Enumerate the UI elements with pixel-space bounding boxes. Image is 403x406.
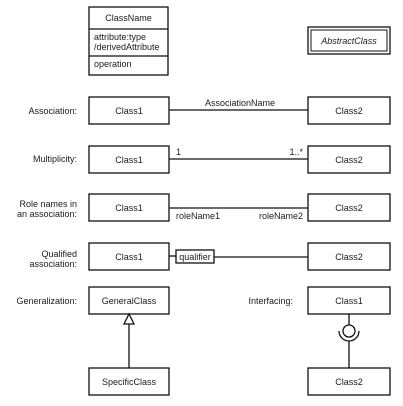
generalization-arrowhead-icon — [122, 312, 136, 325]
role-names-left-role: roleName1 — [176, 211, 220, 221]
qualified-label-line1: Qualified — [41, 249, 77, 259]
association-label: Association: — [28, 106, 77, 116]
qualified-right-class: Class2 — [335, 252, 363, 262]
role-names-label-line1: Role names in — [19, 199, 77, 209]
role-names-right-class-box — [307, 193, 391, 222]
qualifier-text: qualifier — [179, 252, 211, 262]
qualified-left-class-box — [88, 242, 170, 271]
association-right-class-box — [307, 96, 391, 125]
abstract-class-inner-box — [310, 29, 388, 52]
specific-class-box — [88, 367, 170, 396]
interfacing-label: Interfacing: — [248, 296, 293, 306]
multiplicity-left-class-box — [88, 145, 170, 174]
qualified-row: Qualified association: Class1 qualifier … — [29, 242, 391, 271]
role-names-left-class: Class1 — [115, 203, 143, 213]
role-names-label-line2: an association: — [17, 209, 77, 219]
multiplicity-left-value: 1 — [176, 147, 181, 157]
class-template-attribute-2: /derivedAttribute — [94, 42, 160, 52]
specific-class: SpecificClass — [102, 377, 157, 387]
general-class: GeneralClass — [102, 296, 157, 306]
class-template-box — [88, 6, 169, 76]
class-template-attribute-1: attribute:type — [94, 32, 146, 42]
association-right-class: Class2 — [335, 106, 363, 116]
class-template: ClassName attribute:type /derivedAttribu… — [88, 6, 169, 76]
qualified-left-class: Class1 — [115, 252, 143, 262]
provided-interface-lollipop-icon — [342, 324, 356, 338]
interface-top-class: Class1 — [335, 296, 363, 306]
class-template-operation: operation — [94, 59, 132, 69]
generalization-label: Generalization: — [16, 296, 77, 306]
multiplicity-row: Multiplicity: Class1 1 1..* Class2 — [33, 145, 391, 174]
multiplicity-right-class: Class2 — [335, 155, 363, 165]
qualified-label-line2: association: — [29, 259, 77, 269]
role-names-row: Role names in an association: Class1 rol… — [17, 193, 391, 222]
interface-bottom-class-box — [307, 367, 391, 396]
interfacing-row: Interfacing: Class1 Class2 — [248, 286, 391, 396]
abstract-class-name: AbstractClass — [320, 36, 377, 46]
role-names-right-class: Class2 — [335, 203, 363, 213]
multiplicity-right-value: 1..* — [289, 147, 303, 157]
association-row: Association: Class1 AssociationName Clas… — [28, 96, 391, 125]
class-template-name: ClassName — [105, 13, 152, 23]
multiplicity-right-class-box — [307, 145, 391, 174]
association-left-class-box — [88, 96, 170, 125]
association-name: AssociationName — [205, 98, 275, 108]
general-class-box — [88, 286, 170, 315]
qualified-right-class-box — [307, 242, 391, 271]
association-left-class: Class1 — [115, 106, 143, 116]
role-names-right-role: roleName2 — [259, 211, 303, 221]
interface-bottom-class: Class2 — [335, 377, 363, 387]
multiplicity-label: Multiplicity: — [33, 154, 77, 164]
generalization-row: Generalization: GeneralClass SpecificCla… — [16, 286, 170, 396]
abstract-class: AbstractClass — [307, 26, 391, 55]
multiplicity-left-class: Class1 — [115, 155, 143, 165]
